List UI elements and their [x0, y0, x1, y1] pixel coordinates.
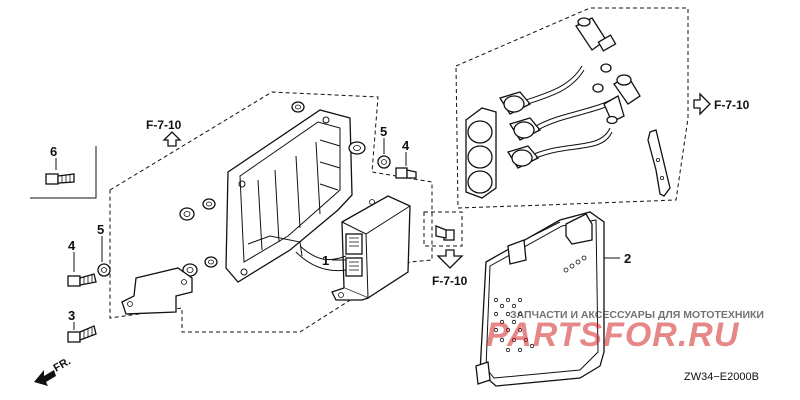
watermark-brand: PARTSFOR.RU: [486, 316, 740, 354]
front-label: FR.: [52, 355, 73, 374]
part-number-4-right: 4: [402, 138, 410, 153]
part-number-5-left: 5: [97, 222, 104, 237]
assembly-outline-left: [109, 91, 433, 333]
assembly-outline-right: [455, 7, 689, 209]
coil-cap-3: [506, 145, 540, 169]
cdi-cover: [475, 211, 605, 387]
part-number-2: 2: [624, 251, 631, 266]
bolt-6: [45, 173, 75, 185]
grommet-left-b: [202, 198, 216, 210]
grommet-left-a: [179, 207, 195, 221]
grommet-upper-right: [348, 141, 366, 155]
bolt-4-right: [395, 167, 417, 179]
part-number-6: 6: [50, 144, 57, 159]
ht-lead-3: [533, 127, 613, 159]
grommet-lower-b: [204, 256, 218, 268]
washer-5-left: [97, 263, 111, 277]
coil-block: [465, 107, 497, 199]
plug-cap-1: [575, 17, 617, 52]
front-arrow: [34, 370, 56, 386]
ref-label-right: F-7-10: [714, 98, 750, 112]
seal-ring-a: [600, 63, 612, 73]
bolt-4-left: [67, 273, 97, 287]
plug-cap-2: [613, 74, 641, 105]
cdi-unit: [331, 195, 411, 301]
lead-clamp: [647, 129, 671, 197]
ref-arrow-right: [693, 92, 711, 116]
diagram-code: ZW34−E2000B: [684, 371, 759, 383]
bolt-boxed: [435, 225, 455, 241]
plug-cap-3: [603, 95, 625, 125]
washer-5-right: [377, 155, 391, 169]
ref-label-lower-center: F-7-10: [432, 274, 468, 288]
seal-ring-b: [592, 83, 604, 93]
bracket-6: [30, 146, 97, 199]
part-number-4-left: 4: [68, 238, 76, 253]
coil-cap-2: [508, 117, 542, 141]
watermark-caption: ЗАПЧАСТИ И АКСЕССУАРЫ ДЛЯ МОТОТЕХНИКИ: [510, 309, 764, 321]
part-number-1: 1: [322, 253, 329, 268]
ref-arrow-up-left: [162, 131, 182, 147]
ignition-bracket: [225, 109, 353, 283]
grommet-top: [291, 101, 305, 113]
grommet-lower-a: [182, 263, 198, 277]
bolt-3: [67, 325, 97, 343]
ref-arrow-down-center: [436, 249, 464, 269]
part-number-3: 3: [68, 308, 75, 323]
ref-label-upper-left: F-7-10: [146, 118, 182, 132]
ht-lead-1: [525, 65, 585, 105]
wire-harness: [295, 245, 347, 272]
mounting-plate: [121, 267, 193, 315]
part-number-5-right: 5: [380, 124, 387, 139]
bolt-outline-box: [423, 211, 463, 247]
coil-cap-1: [498, 91, 532, 115]
